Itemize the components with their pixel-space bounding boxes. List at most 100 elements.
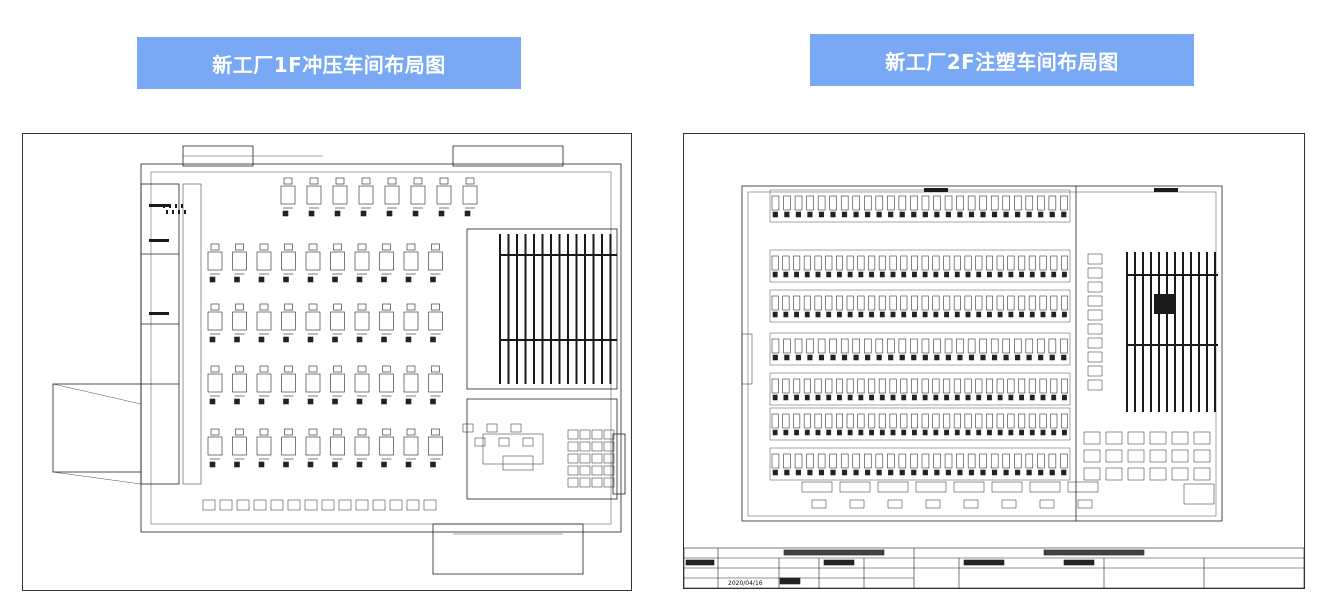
aux-unit bbox=[253, 499, 267, 511]
machine-base bbox=[991, 469, 998, 476]
wall-unit bbox=[924, 188, 948, 192]
rack-aisle-line bbox=[499, 254, 617, 256]
machine-base bbox=[794, 271, 799, 278]
warehouse-cell bbox=[1193, 467, 1211, 481]
machine-base bbox=[954, 311, 960, 318]
floor-plan-2f-drawing: 2020/04/16 bbox=[684, 185, 1304, 588]
injection-machine bbox=[953, 255, 961, 271]
floor-plan-1f bbox=[22, 133, 632, 591]
injection-machine bbox=[1050, 295, 1058, 311]
machine-base bbox=[1040, 394, 1046, 401]
mold-unit bbox=[953, 481, 985, 493]
injection-machine bbox=[889, 295, 897, 311]
storage-rack bbox=[558, 234, 561, 384]
injection-machine bbox=[1025, 453, 1034, 469]
press-pad bbox=[234, 336, 240, 343]
machine-base bbox=[944, 271, 949, 278]
injection-machine bbox=[868, 255, 876, 271]
machine-base bbox=[858, 271, 864, 278]
press-feeder bbox=[333, 365, 342, 373]
machine-base bbox=[890, 394, 896, 401]
injection-machine bbox=[1039, 413, 1047, 429]
press-pad bbox=[283, 461, 289, 468]
press-machine bbox=[280, 185, 296, 205]
machine-base bbox=[869, 394, 874, 401]
injection-machine bbox=[943, 255, 951, 271]
press-machine bbox=[207, 373, 223, 393]
machine-base bbox=[847, 394, 853, 401]
machine-base bbox=[1029, 271, 1035, 278]
press-machine bbox=[462, 185, 478, 205]
injection-machine bbox=[868, 295, 876, 311]
injection-machine bbox=[814, 255, 822, 271]
injection-machine bbox=[783, 453, 791, 469]
injection-machine bbox=[889, 255, 897, 271]
press-feeder bbox=[357, 243, 367, 251]
press-pad bbox=[258, 276, 265, 283]
machine-base bbox=[1051, 311, 1057, 318]
machine-base bbox=[841, 211, 848, 218]
machine-base bbox=[899, 469, 905, 476]
injection-machine bbox=[911, 378, 918, 394]
injection-machine bbox=[1002, 453, 1010, 469]
press-feeder bbox=[406, 303, 416, 311]
machine-base bbox=[944, 394, 949, 401]
storage-rack bbox=[1206, 252, 1208, 412]
press-pad bbox=[332, 276, 338, 283]
aux-unit bbox=[270, 499, 284, 511]
press-feeder bbox=[387, 177, 397, 185]
storage-rack bbox=[567, 234, 569, 384]
press-feeder bbox=[284, 303, 293, 311]
machine-base bbox=[794, 311, 799, 318]
injection-machine bbox=[943, 295, 951, 311]
warehouse-cell bbox=[1149, 431, 1167, 445]
press-feeder bbox=[235, 365, 244, 373]
machine-base bbox=[1019, 311, 1024, 318]
press-machine bbox=[410, 185, 426, 205]
machine-base bbox=[784, 469, 790, 476]
office-desk bbox=[1087, 309, 1103, 321]
injection-machine bbox=[1028, 295, 1036, 311]
injection-machine bbox=[921, 453, 930, 469]
machine-base bbox=[815, 394, 821, 401]
machine-base bbox=[1038, 469, 1044, 476]
cabinet-unit bbox=[591, 465, 603, 476]
machine-base bbox=[876, 469, 882, 476]
machine-row-bay bbox=[769, 407, 1071, 441]
press-pad bbox=[412, 210, 419, 217]
machine-base bbox=[933, 394, 939, 401]
title-banner-1f-stamping: 新工厂1F冲压车间布局图 bbox=[137, 37, 521, 89]
aux-unit bbox=[355, 499, 369, 511]
press-machine bbox=[354, 311, 370, 331]
machine-base bbox=[772, 394, 778, 401]
press-machine bbox=[403, 311, 419, 331]
title-banner-2f-injection: 新工厂2F注塑车间布局图 bbox=[810, 34, 1194, 86]
machine-base bbox=[1049, 211, 1055, 218]
machine-base bbox=[1051, 394, 1057, 401]
press-feeder bbox=[210, 243, 220, 251]
machine-base bbox=[945, 211, 951, 218]
injection-machine bbox=[782, 378, 790, 394]
machine-base bbox=[933, 311, 939, 318]
banner-1f-label: 新工厂1F冲压车间布局图 bbox=[212, 52, 446, 77]
machine-base bbox=[890, 429, 896, 436]
storage-rack bbox=[1174, 252, 1176, 412]
warehouse-cell bbox=[1171, 431, 1189, 445]
machine-base bbox=[965, 429, 971, 436]
warehouse-cell bbox=[1193, 449, 1211, 463]
rack-aisle-line bbox=[1126, 274, 1218, 276]
machine-base bbox=[795, 211, 801, 218]
office-desk bbox=[1087, 323, 1103, 335]
machine-base bbox=[1040, 429, 1046, 436]
injection-machine bbox=[975, 295, 983, 311]
storage-rack bbox=[541, 234, 544, 384]
machine-base bbox=[976, 271, 982, 278]
injection-machine bbox=[825, 295, 833, 311]
machine-base bbox=[847, 311, 853, 318]
injection-machine bbox=[852, 195, 860, 211]
machine-base bbox=[901, 311, 907, 318]
injection-machine bbox=[967, 453, 976, 469]
machine-base bbox=[807, 211, 813, 218]
aux-unit bbox=[304, 499, 318, 511]
office-desk bbox=[1087, 295, 1103, 307]
